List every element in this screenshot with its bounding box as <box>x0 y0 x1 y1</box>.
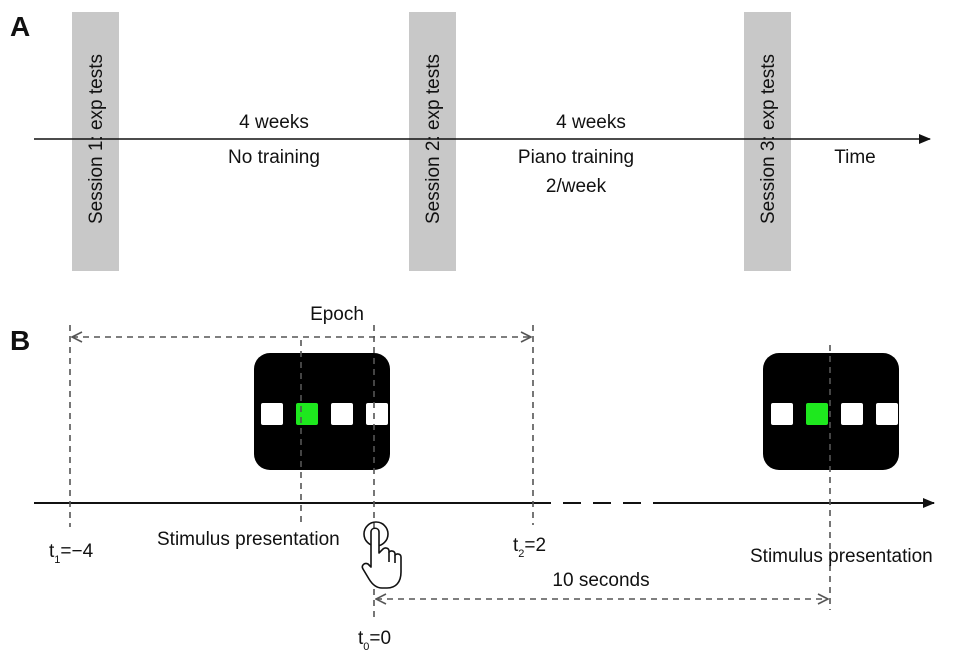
session-3-label: Session 3: exp tests <box>758 54 779 224</box>
stimulus-2-square-4 <box>876 403 898 425</box>
t1-prefix: t <box>49 541 55 562</box>
ten-seconds-label: 10 seconds <box>552 570 649 591</box>
t0-label: t0=0 <box>358 628 391 653</box>
stimulus-2-square-3 <box>841 403 863 425</box>
interval-1-activity: No training <box>228 147 320 168</box>
stimulus-1-square-3 <box>331 403 353 425</box>
pointing-hand-icon <box>361 521 402 589</box>
t0-prefix: t <box>358 628 364 649</box>
panel-a-letter: A <box>10 11 30 42</box>
stimulus-2-label: Stimulus presentation <box>750 546 933 567</box>
panel-b-letter: B <box>10 325 30 356</box>
stimulus-1-square-4 <box>366 403 388 425</box>
session-3-bar <box>744 12 791 271</box>
t0-subscript: 0 <box>363 641 369 653</box>
stimulus-screen-2 <box>763 353 899 470</box>
session-1-bar <box>72 12 119 271</box>
stimulus-1-label: Stimulus presentation <box>157 529 340 550</box>
session-2-bar <box>409 12 456 271</box>
t2-subscript: 2 <box>518 548 524 560</box>
stimulus-squares-2 <box>771 403 898 425</box>
interval-1-duration: 4 weeks <box>239 112 309 133</box>
session-1-label: Session 1: exp tests <box>86 54 107 224</box>
t1-subscript: 1 <box>54 554 60 566</box>
t2-label: t2=2 <box>513 535 546 560</box>
stimulus-2-square-2 <box>806 403 828 425</box>
interval-2-duration: 4 weeks <box>556 112 626 133</box>
stimulus-2-square-1 <box>771 403 793 425</box>
t1-value: =−4 <box>60 541 93 562</box>
time-axis-label: Time <box>834 147 876 168</box>
stimulus-1-square-2 <box>296 403 318 425</box>
t1-label: t1=−4 <box>49 541 94 566</box>
session-2-label: Session 2: exp tests <box>423 54 444 224</box>
epoch-label: Epoch <box>310 304 364 325</box>
t2-value: =2 <box>524 535 546 556</box>
interval-2-activity: Piano training <box>518 147 634 168</box>
t2-prefix: t <box>513 535 519 556</box>
interval-2-frequency: 2/week <box>546 176 607 197</box>
t0-value: =0 <box>369 628 391 649</box>
stimulus-screen-1 <box>254 353 390 470</box>
stimulus-1-square-1 <box>261 403 283 425</box>
